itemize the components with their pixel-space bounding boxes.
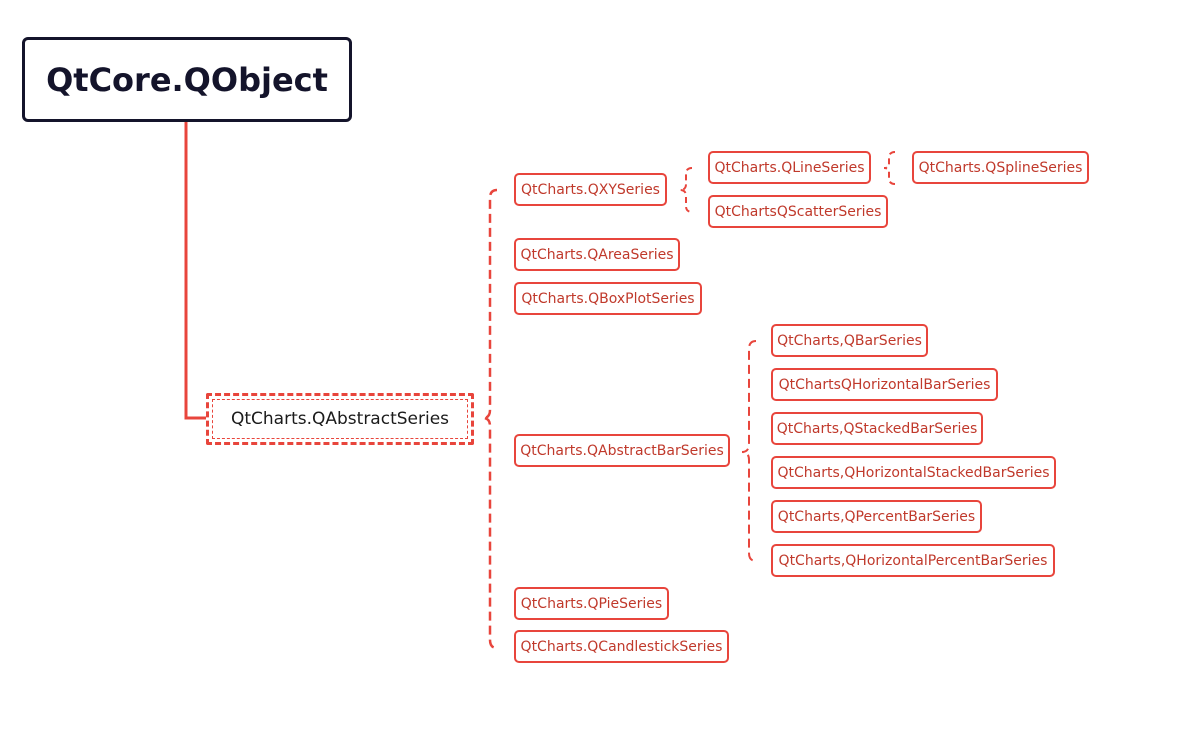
scatter-series-node: QtChartsQScatterSeries — [708, 195, 888, 228]
area-series-node: QtCharts.QAreaSeries — [514, 238, 680, 271]
horizontal-stacked-bar-series-node: QtCharts,QHorizontalStackedBarSeries — [771, 456, 1056, 489]
xy-series-node: QtCharts.QXYSeries — [514, 173, 667, 206]
abstract-bar-series-node: QtCharts.QAbstractBarSeries — [514, 434, 730, 467]
qobject-node: QtCore.QObject — [22, 37, 352, 122]
xy-bracket — [679, 167, 693, 213]
horizontal-percent-bar-series-node: QtCharts,QHorizontalPercentBarSeries — [771, 544, 1055, 577]
bar-series-node: QtCharts,QBarSeries — [771, 324, 928, 357]
series-bracket — [482, 188, 498, 650]
line-bracket — [883, 151, 896, 185]
candlestick-series-node: QtCharts.QCandlestickSeries — [514, 630, 729, 663]
spline-series-node: QtCharts.QSplineSeries — [912, 151, 1089, 184]
abstract-series-node: QtCharts.QAbstractSeries — [206, 393, 474, 445]
percent-bar-series-node: QtCharts,QPercentBarSeries — [771, 500, 982, 533]
root-connector — [184, 122, 206, 420]
stacked-bar-series-node: QtCharts,QStackedBarSeries — [771, 412, 983, 445]
line-series-node: QtCharts.QLineSeries — [708, 151, 871, 184]
bar-bracket — [741, 340, 757, 562]
pie-series-node: QtCharts.QPieSeries — [514, 587, 669, 620]
horizontal-bar-series-node: QtChartsQHorizontalBarSeries — [771, 368, 998, 401]
boxplot-series-node: QtCharts.QBoxPlotSeries — [514, 282, 702, 315]
